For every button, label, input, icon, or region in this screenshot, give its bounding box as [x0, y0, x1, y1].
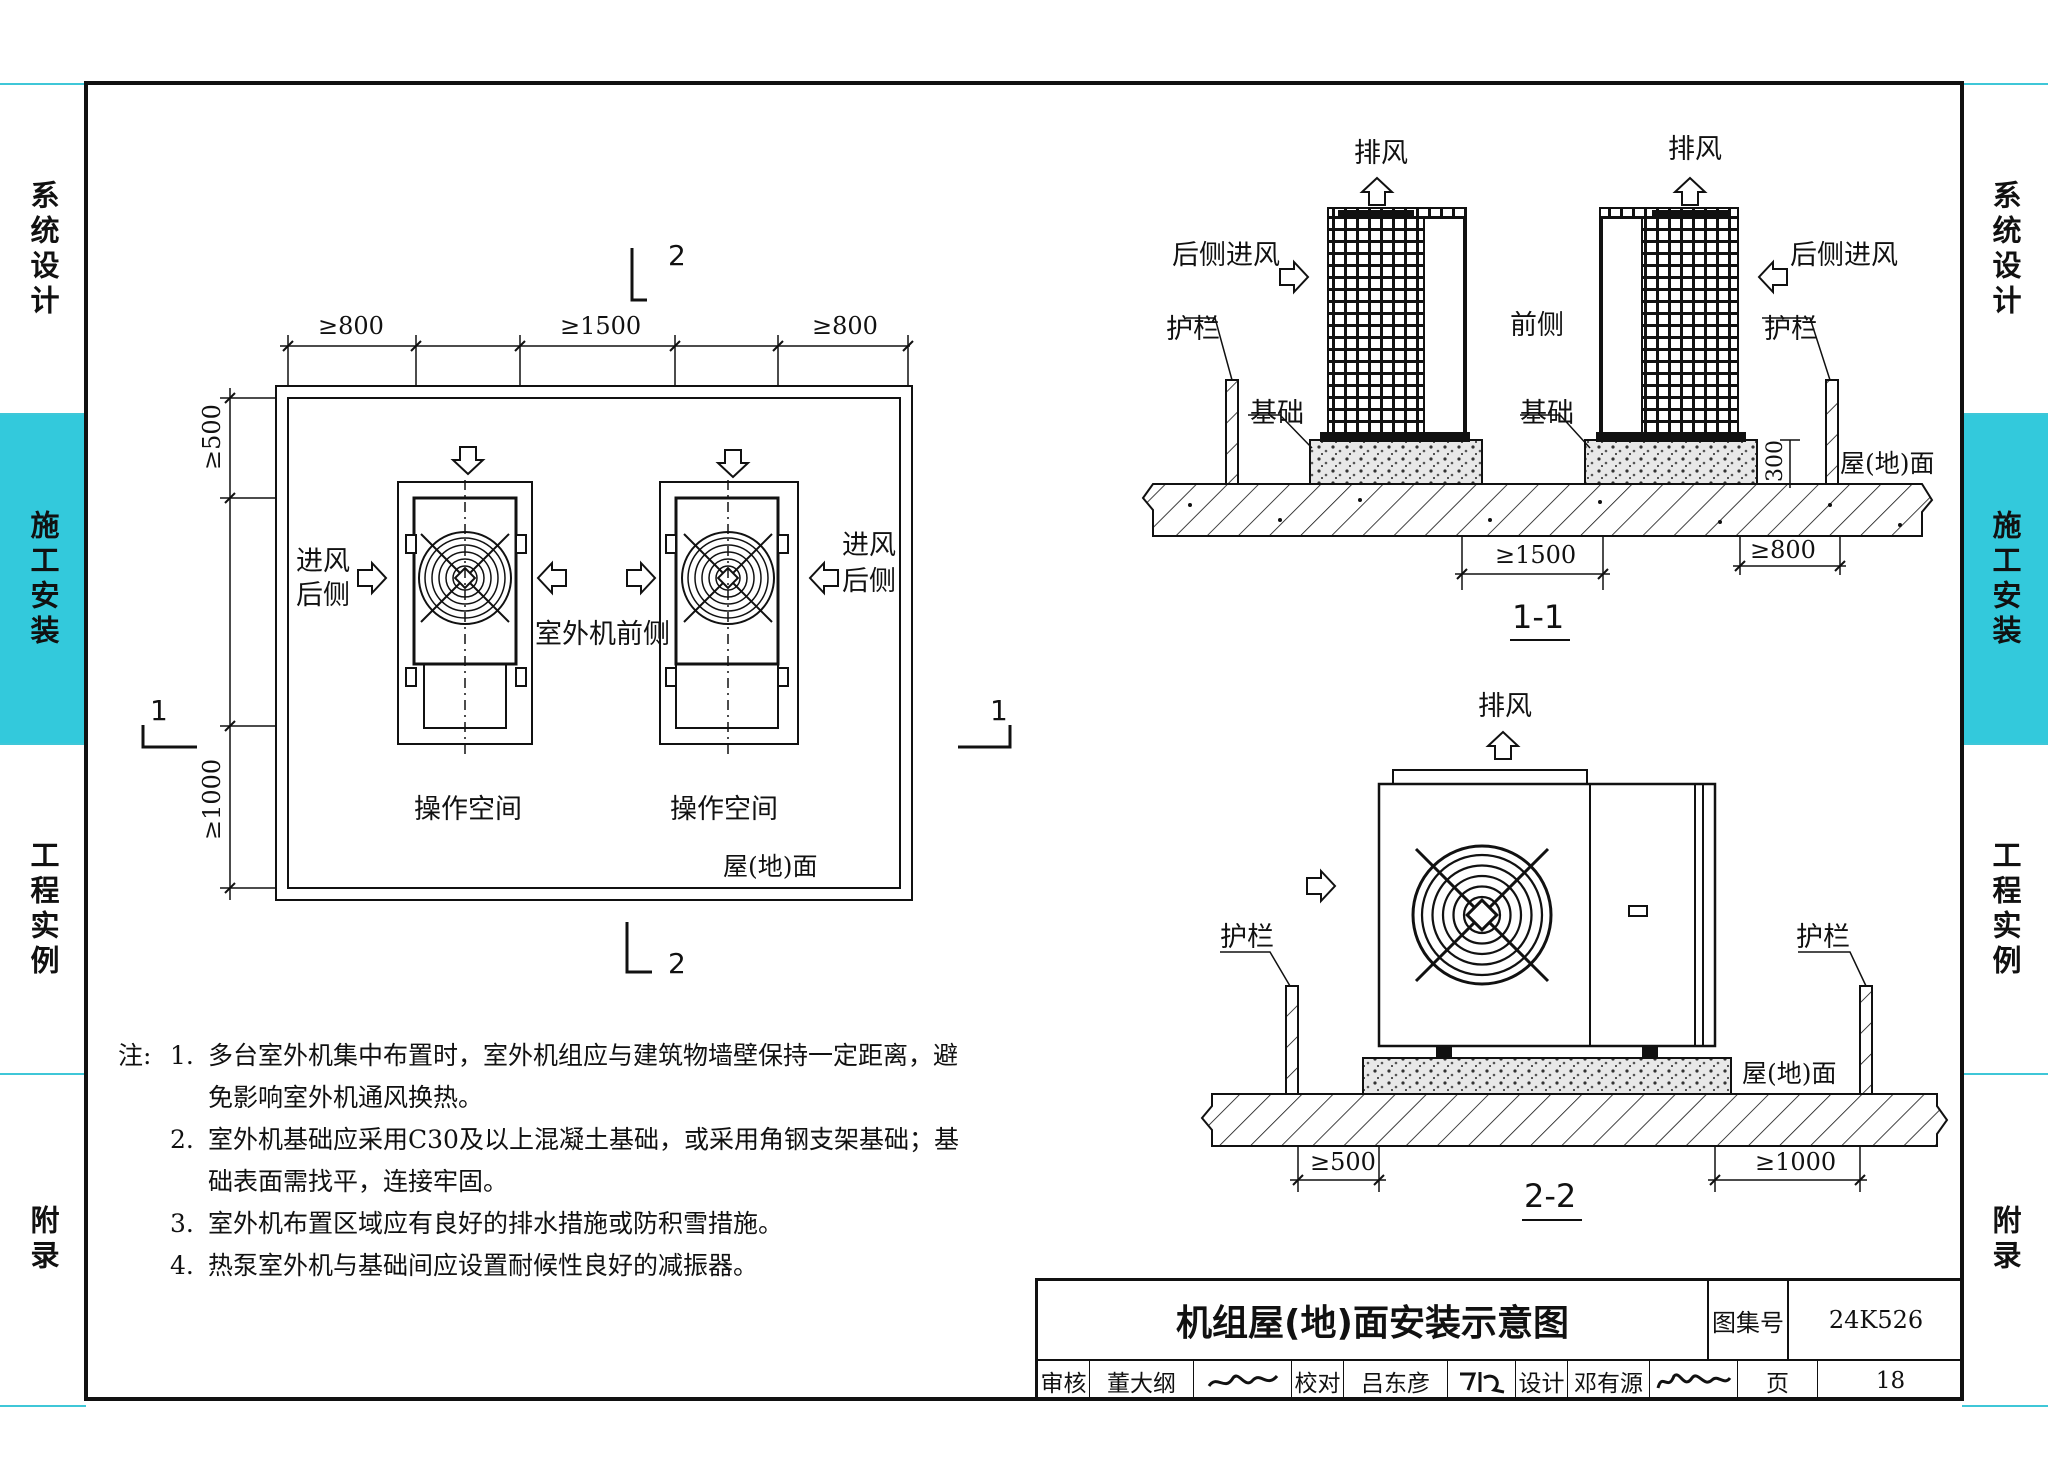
svg-text:1: 1 — [150, 694, 168, 727]
sec22-floor: 屋(地)面 — [1742, 1059, 1837, 1088]
notes: 注: 1. 多台室外机集中布置时，室外机组应与建筑物墙壁保持一定距离，避免影响室… — [118, 1035, 998, 1287]
signature-row: 审核 董大纲 校对 吕东彦 设计 邓有源 页 18 — [1038, 1361, 1963, 1401]
outdoor-unit-plan-1 — [397, 446, 533, 755]
tab-appendix[interactable]: 附录 — [0, 1073, 86, 1407]
sec11-title: 1-1 — [1512, 598, 1564, 636]
intake-arrow-icon — [537, 562, 567, 594]
note-item: 注: 1. 多台室外机集中布置时，室外机组应与建筑物墙壁保持一定距离，避免影响室… — [118, 1041, 959, 1112]
intake-arrow-icon — [1279, 261, 1309, 293]
note-item: 4. 热泵室外机与基础间应设置耐候性良好的减振器。 — [170, 1251, 759, 1280]
intake-arrow-icon — [809, 562, 839, 594]
sec22-title: 2-2 — [1524, 1177, 1576, 1215]
sec22-rail-1: 护栏 — [1220, 922, 1274, 953]
sheet-frame — [84, 81, 1964, 1401]
tab-system-design-right[interactable]: 系统设计 — [1962, 83, 2048, 415]
outdoor-unit-section-2 — [1596, 207, 1746, 442]
sec11-gap-dim: ≥1500 — [1495, 541, 1576, 569]
airflow-arrow-icon — [717, 449, 749, 478]
sec22-right-dim: ≥1000 — [1755, 1148, 1836, 1176]
page-label: 页 — [1738, 1361, 1818, 1401]
sec11-exhaust-1: 排风 — [1354, 138, 1408, 169]
right-tab-bar: 系统设计 施工安装 工程实例 附录 — [1962, 0, 2048, 1482]
section-marker-2-top: 2 — [630, 239, 686, 302]
tab-project-examples[interactable]: 工程实例 — [0, 743, 86, 1075]
reviewer-name: 董大纲 — [1090, 1361, 1194, 1401]
left-tab-bar: 系统设计 施工安装 工程实例 附录 — [0, 0, 86, 1482]
dim-top-middle: ≥1500 — [514, 312, 681, 386]
intake-right-label-2: 后侧 — [842, 566, 896, 597]
note-item: 2. 室外机基础应采用C30及以上混凝土基础，或采用角钢支架基础；基础表面需找平… — [170, 1125, 959, 1196]
exhaust-arrow-icon — [1361, 177, 1393, 206]
exhaust-arrow-icon — [1674, 177, 1706, 206]
unit-front-label: 室外机前侧 — [535, 619, 670, 650]
plan-floor-label: 屋(地)面 — [723, 852, 818, 881]
svg-text:2: 2 — [668, 947, 686, 980]
dim-left-text: ≥800 — [318, 312, 384, 340]
sec11-floor: 屋(地)面 — [1840, 449, 1935, 478]
dim-top-left: ≥800 — [282, 312, 422, 386]
dim-right-text: ≥800 — [812, 312, 878, 340]
slab-dots — [1188, 498, 1902, 527]
sec11-side-dim: ≥800 — [1750, 536, 1816, 564]
sec11-base-1: 基础 — [1250, 398, 1304, 429]
dim-top-depth-text: ≥500 — [198, 404, 226, 470]
sec22-rail-2: 护栏 — [1796, 922, 1850, 953]
section-marker-1-left: 1 — [141, 694, 197, 749]
section-marker-2-bottom: 2 — [625, 922, 686, 980]
review-label: 审核 — [1038, 1361, 1090, 1401]
tab-project-examples-right[interactable]: 工程实例 — [1962, 743, 2048, 1075]
sec11-base-2: 基础 — [1520, 398, 1574, 429]
atlas-number: 24K526 — [1789, 1281, 1963, 1361]
sec11-rail-2: 护栏 — [1764, 314, 1818, 345]
title-block: 机组屋(地)面安装示意图 图集号 24K526 审核 董大纲 校对 吕东彦 设计… — [1035, 1278, 1963, 1401]
intake-arrow-icon — [626, 562, 656, 594]
outdoor-unit-plan-2 — [659, 449, 799, 755]
outdoor-unit-section-3 — [1377, 769, 1717, 1058]
intake-arrow-icon — [357, 562, 387, 594]
dim-bottom-depth-text: ≥1000 — [198, 759, 226, 840]
op-space-label-1: 操作空间 — [414, 794, 522, 825]
dim-middle-text: ≥1500 — [560, 312, 641, 340]
section-2-2: ≥500 ≥1000 排风 护栏 护栏 屋(地)面 2-2 — [1200, 691, 1949, 1221]
check-label: 校对 — [1292, 1361, 1344, 1401]
svg-text:1: 1 — [990, 694, 1008, 727]
exhaust-arrow-icon — [1487, 731, 1519, 760]
designer-name: 邓有源 — [1568, 1361, 1650, 1401]
section-1-1: ≥1500 ≥800 300 排风 排风 后侧进风 后侧进风 前侧 护栏 护栏 … — [1141, 134, 1935, 641]
intake-arrow-icon — [1306, 870, 1336, 902]
sec22-left-dim: ≥500 — [1310, 1148, 1376, 1176]
sec11-rear-intake-1: 后侧进风 — [1172, 240, 1280, 271]
outdoor-unit-section-1 — [1320, 207, 1470, 442]
airflow-arrow-icon — [452, 446, 484, 475]
note-item: 3. 室外机布置区域应有良好的排水措施或防积雪措施。 — [170, 1209, 784, 1238]
atlas-label: 图集号 — [1709, 1281, 1789, 1361]
tab-construction[interactable]: 施工安装 — [0, 413, 86, 745]
sec11-rail-1: 护栏 — [1166, 314, 1220, 345]
checker-name: 吕东彦 — [1344, 1361, 1448, 1401]
intake-right-label-1: 进风 — [842, 530, 896, 561]
tab-system-design[interactable]: 系统设计 — [0, 83, 86, 415]
intake-left-label-2: 后侧 — [296, 580, 350, 611]
page-number: 18 — [1875, 1368, 1906, 1394]
sec11-height-dim: 300 — [1763, 440, 1788, 482]
sec11-exhaust-2: 排风 — [1668, 134, 1722, 165]
dim-top-right: ≥800 — [772, 312, 914, 386]
sec22-exhaust: 排风 — [1478, 691, 1532, 722]
design-label: 设计 — [1516, 1361, 1568, 1401]
op-space-label-2: 操作空间 — [670, 794, 778, 825]
tab-appendix-right[interactable]: 附录 — [1962, 1073, 2048, 1407]
section-marker-1-right: 1 — [958, 694, 1012, 749]
drawing-title: 机组屋(地)面安装示意图 — [1038, 1281, 1709, 1361]
checker-signature — [1448, 1361, 1516, 1401]
plan-view: ≥800 ≥1500 ≥800 ≥500 ≥1000 2 — [141, 239, 1012, 980]
designer-signature — [1650, 1361, 1738, 1401]
intake-arrow-icon — [1758, 261, 1788, 293]
intake-left-label-1: 进风 — [296, 546, 350, 577]
sec11-rear-intake-2: 后侧进风 — [1790, 240, 1898, 271]
svg-text:2: 2 — [668, 239, 686, 272]
sec11-front-label: 前侧 — [1510, 310, 1564, 341]
reviewer-signature — [1194, 1361, 1292, 1401]
tab-construction-right[interactable]: 施工安装 — [1962, 413, 2048, 745]
